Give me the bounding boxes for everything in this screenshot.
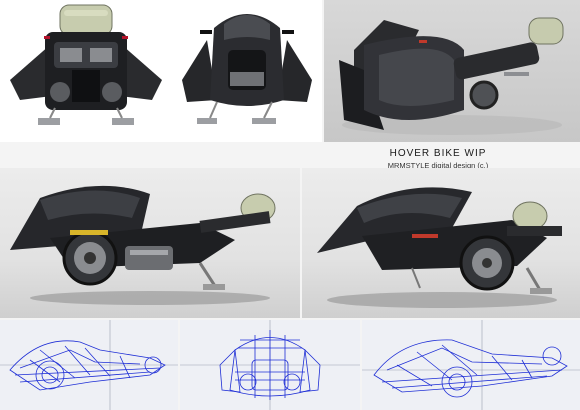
top-perspective-panel [324,0,580,142]
title-block: HOVER BIKE WIP MRMSTYLE digital design (… [368,148,508,170]
hover-bike-top-image [339,17,564,135]
front-view-panel [172,0,322,142]
wireframe-perspective-panel [362,320,580,410]
wireframe-side-image [0,320,178,410]
hover-bike-rear-image [10,4,162,125]
wireframe-side-panel [0,320,178,410]
side-view-panel [0,168,300,318]
hover-bike-front-image [182,14,312,124]
three-quarter-view-panel [302,168,580,318]
wireframe-front-image [180,320,360,410]
hover-bike-side-image [10,185,276,305]
page-subtitle: MRMSTYLE digital design (c.) [387,161,489,170]
hover-bike-quarter-image [317,187,562,308]
wireframe-perspective-image [362,320,580,410]
wireframe-front-panel [180,320,360,410]
rear-view-panel [0,0,172,142]
page-title: HOVER BIKE WIP [389,148,487,159]
